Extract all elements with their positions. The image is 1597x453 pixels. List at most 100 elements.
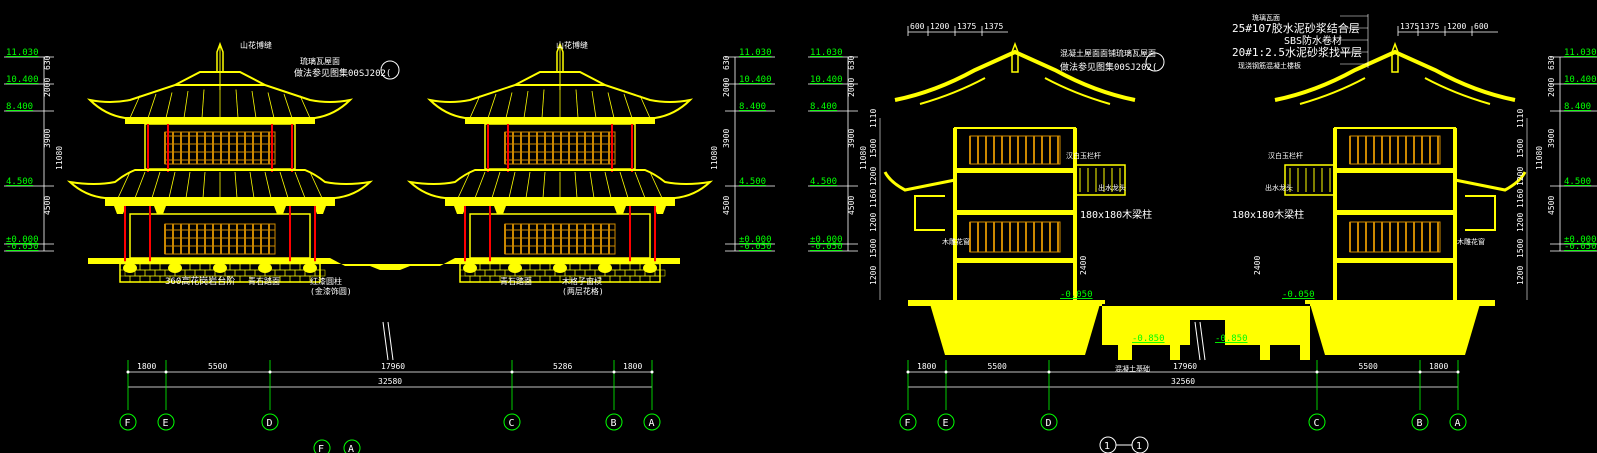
roof-tile-line [201, 89, 205, 119]
ground-window-panel [1349, 221, 1441, 253]
column-base [463, 263, 477, 273]
level-mark: -0.050 [6, 242, 39, 252]
podium-stone [539, 263, 551, 271]
lower-eave-band [105, 198, 335, 206]
dim-tick [1315, 370, 1319, 374]
detail-bubble [380, 60, 400, 80]
roof-layer: 25#107胶水泥砂浆结合层 [1232, 21, 1360, 35]
podium-stone [609, 275, 621, 283]
level-mark: 8.400 [739, 102, 766, 112]
right-section: 11.03010.4008.4004.500±0.000-0.050630200… [808, 13, 1597, 453]
inner-dim: 1160 [1516, 189, 1525, 208]
level-mark: 8.400 [1564, 102, 1591, 112]
roof-tile-line [202, 171, 206, 199]
podium-stone [149, 275, 161, 283]
level-mark: -0.050 [1564, 242, 1597, 252]
axis-bubble [643, 413, 661, 431]
podium-stone [469, 275, 481, 283]
podium-stone [539, 275, 551, 283]
height-dim: 630 [847, 55, 856, 70]
bracket [114, 206, 126, 214]
roof-tile-line [607, 92, 615, 119]
axis-bubble [1449, 413, 1467, 431]
detail-bubble [1145, 52, 1165, 72]
podium-stone [529, 263, 541, 271]
dim-tick [510, 370, 514, 374]
bracket [494, 206, 506, 214]
section-pagoda-left [883, 41, 1136, 355]
podium-stone [299, 275, 311, 283]
total-dim: 32560 [1171, 377, 1195, 386]
foundation [1310, 304, 1480, 355]
level-mark: -0.050 [1060, 290, 1093, 300]
bracket [454, 206, 466, 214]
note: (金漆饰圆) [310, 286, 352, 296]
podium-stone [289, 263, 301, 271]
podium-stone [289, 275, 301, 283]
column-base [508, 263, 522, 273]
roof-tile-line [267, 92, 275, 119]
axis-label: B [611, 418, 617, 429]
axis-label: A [1455, 418, 1461, 429]
axis-dim: 1800 [917, 362, 936, 371]
height-dim: 3900 [43, 129, 52, 148]
roof-tile-line [294, 171, 306, 199]
floor-slab [953, 168, 1077, 173]
roof-tile-line [623, 93, 633, 119]
note: 木雕花窗 [942, 237, 970, 246]
roof-tile-line [574, 171, 578, 199]
column-base [213, 263, 227, 273]
column-base [553, 263, 567, 273]
upper-ridge [514, 71, 606, 86]
level-mark: -0.050 [1282, 290, 1315, 300]
roof-tile-line [542, 171, 546, 199]
ground-floor [469, 213, 651, 259]
upper-eave-band [125, 118, 315, 124]
axis-label: F [125, 418, 131, 429]
height-dim: 2000 [722, 78, 731, 97]
roof-inner [1299, 77, 1491, 105]
break-mark [1199, 321, 1206, 361]
note: 青石踏面 [248, 276, 280, 286]
height-dim: 2000 [1547, 78, 1556, 97]
inner-dim: 1160 [869, 189, 878, 208]
height-dim: 4500 [1547, 196, 1556, 215]
axis-label: D [1046, 418, 1052, 429]
axis-bubble [1411, 413, 1429, 431]
height-dim: 3900 [1547, 129, 1556, 148]
bracket [154, 206, 166, 214]
right-level-scale: 11.03010.4008.4004.500±0.000-0.050630200… [710, 48, 775, 252]
bracket [274, 206, 286, 214]
roof-inner [919, 77, 1111, 105]
upper-eave-band [465, 118, 655, 124]
podium-stone [279, 263, 291, 271]
level-mark: 10.400 [810, 75, 843, 85]
level-mark: ±0.000 [810, 235, 843, 245]
foundation [930, 304, 1100, 355]
bracket [314, 206, 326, 214]
level-mark: ±0.000 [6, 235, 39, 245]
podium-stone [524, 269, 536, 277]
top-dim: 1200 [1447, 22, 1466, 31]
roof-tile-line [457, 171, 471, 199]
podium-stone [224, 269, 236, 277]
break-mark [382, 321, 389, 361]
inner-dim: 1110 [869, 109, 878, 128]
note: 混凝土屋面面铺琉璃瓦屋面 [1060, 48, 1156, 58]
roof-tile-line [591, 90, 597, 119]
top-dim: 1375 [1420, 22, 1439, 31]
note: 180x180木梁柱 [1080, 208, 1152, 221]
roof-tile-line [589, 171, 595, 199]
upper-window-panel [969, 135, 1061, 165]
podium-stone [574, 269, 586, 277]
note: 汉白玉栏杆 [1066, 151, 1101, 160]
roof-layer: 琉璃瓦面 [1252, 13, 1280, 22]
height-total: 11080 [710, 146, 719, 170]
podium-stone [639, 275, 651, 283]
note: 360高花岗岩台阶 [165, 275, 235, 287]
side-bay [1465, 195, 1496, 231]
axis-bubble [937, 413, 955, 431]
